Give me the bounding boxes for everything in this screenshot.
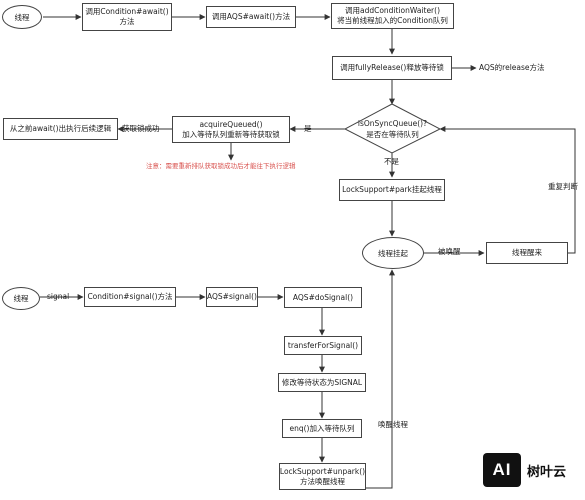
no-label: 不是 xyxy=(384,157,399,166)
step-unpark-line2: 方法唤醒线程 xyxy=(300,476,345,486)
step-transfer-for-signal: transferForSignal() xyxy=(284,336,362,355)
step-unpark-line1: LockSupport#unpark() xyxy=(279,466,366,476)
step-fully-release: 调用fullyRelease()释放等待锁 xyxy=(332,56,452,80)
signal-start-thread-label: 线程 xyxy=(13,294,29,303)
step-add-condition-waiter-line1: 调用addConditionWaiter() xyxy=(344,6,440,15)
woken-label: 被唤醒 xyxy=(438,247,461,256)
step-aqs-signal-label: AQS#signal() xyxy=(207,292,257,301)
wake-thread-label: 唤醒线程 xyxy=(378,420,408,429)
thread-suspended-label: 线程挂起 xyxy=(378,248,408,258)
step-aqs-do-signal-label: AQS#doSignal() xyxy=(292,292,354,302)
step-acquire-queued-line1: acquireQueued() xyxy=(199,119,263,129)
step-condition-await: 调用Condition#await() 方法 xyxy=(82,3,172,31)
step-transfer-for-signal-label: transferForSignal() xyxy=(287,340,359,350)
step-park: LockSupport#park挂起线程 xyxy=(339,179,445,201)
decision-text: isOnSyncQueue()? 是否在等待队列 xyxy=(345,118,440,140)
start-thread-label: 线程 xyxy=(14,12,30,22)
decision-line2: 是否在等待队列 xyxy=(366,130,419,139)
step-after-await-label: 从之前await()出执行后续逻辑 xyxy=(9,124,112,133)
signal-label: signal xyxy=(47,292,70,301)
step-aqs-signal: AQS#signal() xyxy=(206,287,258,307)
step-set-signal-status-label: 修改等待状态为SIGNAL xyxy=(281,377,363,387)
start-thread-oval: 线程 xyxy=(2,5,42,29)
step-set-signal-status: 修改等待状态为SIGNAL xyxy=(278,373,366,392)
decision-line1: isOnSyncQueue()? xyxy=(357,119,428,128)
decision-diamond xyxy=(343,103,442,154)
step-unpark: LockSupport#unpark() 方法唤醒线程 xyxy=(279,463,366,490)
step-condition-signal: Condition#signal()方法 xyxy=(84,287,176,307)
step-enq: enq()加入等待队列 xyxy=(282,419,362,438)
requeue-note: 注意：需要重新排队获取锁成功后才能往下执行逻辑 xyxy=(146,162,296,170)
aqs-release-label: AQS的release方法 xyxy=(479,63,545,72)
step-after-await: 从之前await()出执行后续逻辑 xyxy=(3,118,118,140)
step-thread-awake: 线程醒来 xyxy=(486,242,568,264)
step-aqs-await: 调用AQS#await()方法 xyxy=(206,6,296,28)
watermark-mark: AI xyxy=(483,453,521,487)
step-condition-signal-label: Condition#signal()方法 xyxy=(87,292,173,301)
step-condition-await-line1: 调用Condition#await() xyxy=(85,7,169,16)
step-acquire-queued-line2: 加入等待队列重新等待获取锁 xyxy=(182,129,280,139)
step-acquire-queued: acquireQueued() 加入等待队列重新等待获取锁 xyxy=(172,116,290,143)
step-condition-await-line2: 方法 xyxy=(119,17,135,26)
thread-suspended-oval: 线程挂起 xyxy=(362,237,424,269)
acquire-success-label: 获取锁成功 xyxy=(122,124,160,133)
step-park-label: LockSupport#park挂起线程 xyxy=(342,185,442,194)
step-fully-release-label: 调用fullyRelease()释放等待锁 xyxy=(340,63,444,72)
step-aqs-await-label: 调用AQS#await()方法 xyxy=(211,12,291,21)
step-add-condition-waiter: 调用addConditionWaiter() 将当前线程加入的Condition… xyxy=(331,3,454,29)
step-aqs-do-signal: AQS#doSignal() xyxy=(284,287,362,308)
watermark-text: 树叶云 xyxy=(527,464,567,480)
watermark-logo: AI 树叶云 xyxy=(483,453,566,487)
arrow-awake-repeat xyxy=(439,126,576,254)
step-enq-label: enq()加入等待队列 xyxy=(289,423,355,433)
yes-label: 是 xyxy=(304,124,312,133)
repeat-label: 重复判断 xyxy=(548,182,578,191)
arrow-s7-wake xyxy=(366,269,395,489)
signal-start-thread-oval: 线程 xyxy=(2,287,40,310)
step-thread-awake-label: 线程醒来 xyxy=(512,248,542,257)
step-add-condition-waiter-line2: 将当前线程加入的Condition队列 xyxy=(337,16,448,25)
